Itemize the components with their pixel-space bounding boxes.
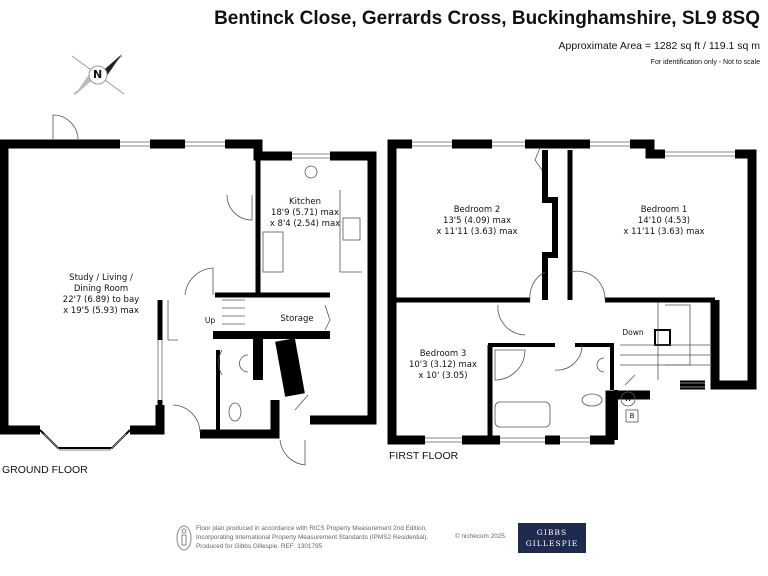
room-dimension: 18'9 (5.71) max bbox=[270, 208, 340, 218]
room-label-bedroom-2: Bedroom 2 13'5 (4.09) max x 11'11 (3.63)… bbox=[436, 205, 517, 238]
room-label-bedroom-3: Bedroom 3 10'3 (3.12) max x 10' (3.05) bbox=[409, 349, 477, 382]
room-label-bedroom-1: Bedroom 1 14'10 (4.53) x 11'11 (3.63) ma… bbox=[623, 205, 704, 238]
footer-line: Produced for Gibbs Gillespie. REF: 13017… bbox=[196, 543, 323, 550]
logo-line: GIBBS bbox=[536, 528, 568, 537]
first-floor-doors-fixtures bbox=[494, 147, 712, 428]
room-dimension: x 19'5 (5.93) max bbox=[63, 306, 139, 316]
stairs-down-label: Down bbox=[622, 328, 644, 337]
logo-line: GILLESPIE bbox=[525, 539, 579, 548]
first-floor-label: FIRST FLOOR bbox=[389, 450, 459, 462]
ground-floor-label: GROUND FLOOR bbox=[2, 464, 88, 476]
bay-window bbox=[39, 429, 131, 451]
room-dimension: x 11'11 (3.63) max bbox=[623, 227, 705, 237]
room-label-study-living-dining: Study / Living / Dining Room 22'7 (6.89)… bbox=[63, 273, 139, 317]
footer-line: Floor plan produced in accordance with R… bbox=[196, 525, 427, 532]
copyright-note: © nichecom 2025. bbox=[455, 533, 507, 540]
room-name: Bedroom 2 bbox=[453, 205, 501, 215]
room-dimension: 22'7 (6.89) to bay bbox=[62, 295, 140, 305]
approximate-area: Approximate Area = 1282 sq ft / 119.1 sq… bbox=[558, 40, 760, 52]
compass-north-label: N bbox=[93, 68, 103, 81]
footer-disclaimer: Floor plan produced in accordance with R… bbox=[196, 524, 428, 551]
agent-logo: GIBBS GILLESPIE bbox=[518, 523, 586, 553]
ground-floor-walls bbox=[0, 139, 377, 439]
room-name: Bedroom 1 bbox=[640, 205, 688, 215]
room-name-cont: Dining Room bbox=[73, 284, 129, 294]
first-floor-windows bbox=[412, 141, 735, 443]
first-floor-walls bbox=[387, 139, 757, 445]
stairs-up-label: Up bbox=[204, 316, 216, 325]
room-name: Study / Living / bbox=[69, 273, 133, 283]
room-dimension: 14'10 (4.53) bbox=[637, 216, 691, 226]
ipms-person-icon bbox=[176, 525, 192, 551]
cupboard-w-label: W bbox=[624, 395, 632, 403]
room-dimension: x 8'4 (2.54) max bbox=[269, 219, 341, 229]
footer-line: Incorporating International Property Mea… bbox=[196, 534, 429, 541]
cupboard-b-label: B bbox=[629, 412, 635, 420]
room-label-kitchen: Kitchen 18'9 (5.71) max x 8'4 (2.54) max bbox=[270, 197, 340, 230]
identification-note: For identification only - Not to scale bbox=[650, 59, 760, 66]
room-dimension: x 11'11 (3.63) max bbox=[436, 227, 518, 237]
room-dimension: 13'5 (4.09) max bbox=[442, 216, 512, 226]
room-name: Bedroom 3 bbox=[419, 349, 467, 359]
room-label-storage: Storage bbox=[280, 314, 314, 324]
ground-floor-doors bbox=[52, 114, 362, 466]
compass-icon bbox=[71, 54, 125, 96]
room-dimension: x 10' (3.05) bbox=[418, 371, 468, 381]
room-name: Kitchen bbox=[289, 197, 321, 207]
room-dimension: 10'3 (3.12) max bbox=[408, 360, 478, 370]
ground-floor-windows bbox=[120, 141, 330, 400]
property-address-title: Bentinck Close, Gerrards Cross, Buckingh… bbox=[214, 8, 760, 29]
